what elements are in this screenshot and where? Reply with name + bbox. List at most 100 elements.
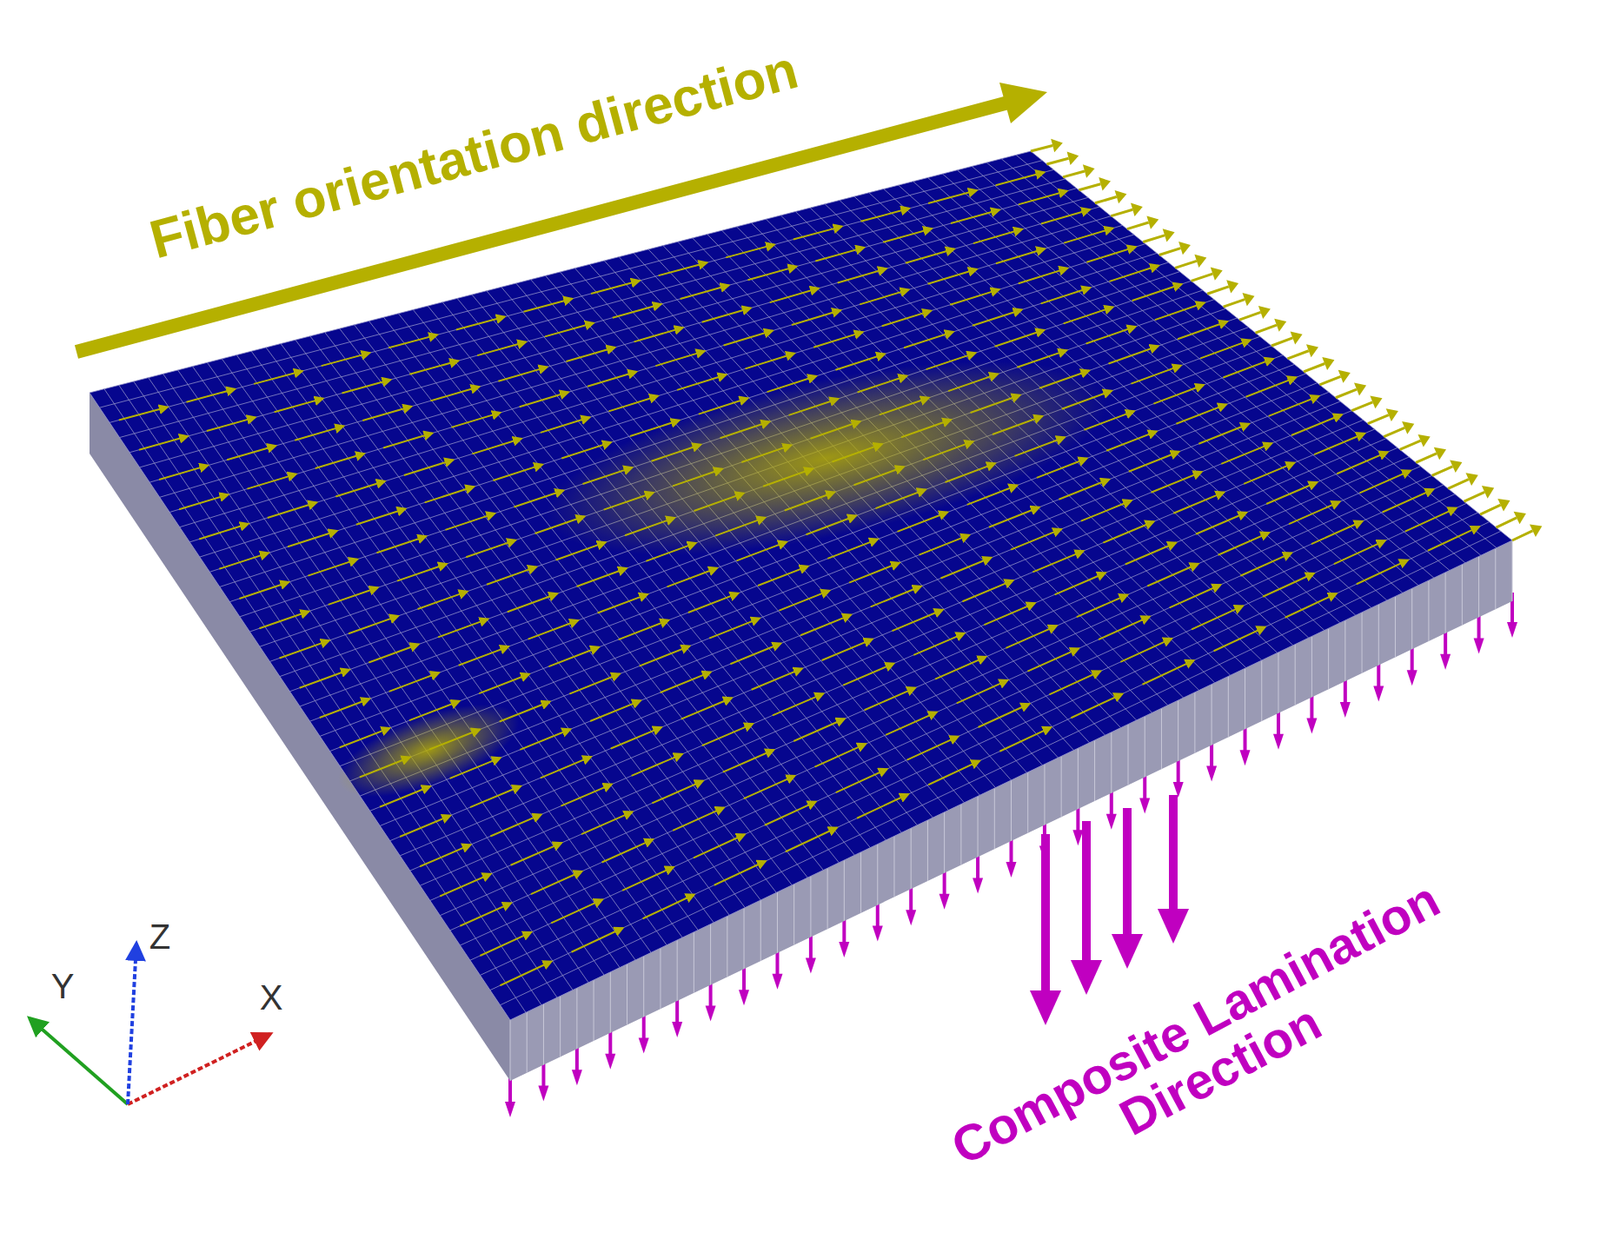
- fiber-arrow: [581, 811, 633, 835]
- side-grid: [576, 988, 578, 1049]
- side-grid: [1043, 764, 1045, 826]
- side-grid: [1061, 756, 1063, 817]
- fiber-arrow: [698, 398, 749, 414]
- fiber-edge-arrow: [1512, 531, 1533, 541]
- fiber-edge-head: [1067, 152, 1080, 166]
- fiber-arrow: [751, 668, 803, 690]
- fiber-edge-head: [1449, 460, 1462, 474]
- side-grid: [960, 804, 962, 866]
- mesh-line: [89, 151, 1031, 393]
- fiber-arrow: [1177, 321, 1228, 339]
- side-grid: [626, 964, 628, 1026]
- axis-label: Y: [51, 968, 75, 1005]
- fiber-arrow: [429, 729, 480, 750]
- fiber-arrow: [226, 445, 276, 460]
- fiber-arrow: [519, 391, 569, 407]
- side-grid: [1128, 724, 1129, 786]
- fiber-arrow: [730, 643, 781, 665]
- axis-triad: [29, 943, 271, 1105]
- fiber-arrow: [630, 420, 680, 437]
- fiber-arrow: [1142, 660, 1195, 685]
- fiber-edge-arrow: [1046, 158, 1069, 165]
- fiber-arrow: [928, 269, 977, 285]
- fiber-edge-arrow: [1287, 351, 1308, 359]
- fiber-arrow: [1039, 370, 1089, 388]
- fiber-arrow: [815, 743, 867, 767]
- side-grid: [1378, 604, 1380, 666]
- fiber-arrow: [1311, 521, 1363, 545]
- fiber-arrow: [507, 593, 558, 612]
- fiber-edge-head: [1338, 370, 1351, 384]
- fiber-edge-arrow: [1415, 453, 1437, 463]
- fiber-arrow: [523, 298, 572, 313]
- fiber-arrow: [561, 442, 611, 459]
- lamination-tick-head: [1106, 814, 1117, 830]
- lamination-tick-head: [1006, 862, 1017, 878]
- fiber-edge-arrow: [1383, 427, 1405, 437]
- side-grid: [1461, 564, 1463, 626]
- lamination-tick-head: [1240, 750, 1251, 766]
- fiber-arrow: [643, 895, 695, 920]
- fiber-arrow: [1062, 391, 1112, 410]
- fiber-arrow: [843, 663, 894, 686]
- lamination-tick-head: [705, 1006, 717, 1023]
- fiber-arrow: [544, 323, 594, 338]
- fiber-arrow: [793, 718, 845, 742]
- fiber-arrow: [477, 341, 526, 356]
- fiber-arrow: [1108, 345, 1159, 364]
- fiber-arrow: [1036, 458, 1088, 478]
- fiber-arrow: [339, 728, 391, 748]
- fiber-arrow: [860, 208, 910, 222]
- side-grid: [1427, 580, 1429, 642]
- fiber-arrow: [419, 844, 471, 867]
- fiber-arrow: [919, 535, 970, 556]
- fiber-edge-head: [1115, 190, 1128, 204]
- mesh-line: [1030, 151, 1513, 541]
- fiber-arrow: [531, 871, 583, 895]
- fiber-edge-head: [1290, 331, 1303, 346]
- lamination-tick-head: [1473, 637, 1485, 654]
- fiber-arrow: [577, 568, 627, 587]
- side-grid: [1411, 588, 1413, 650]
- fiber-arrow: [882, 311, 932, 327]
- fiber-arrow: [548, 647, 599, 667]
- fiber-arrow: [849, 563, 900, 584]
- fiber-arrow: [815, 247, 864, 262]
- side-grid: [1244, 668, 1246, 730]
- fiber-arrow: [1222, 358, 1274, 379]
- fiber-arrow: [631, 754, 683, 777]
- fiber-arrow: [274, 398, 324, 413]
- fiber-arrow: [836, 769, 888, 793]
- fiber-arrow: [736, 542, 788, 562]
- side-grid: [677, 940, 678, 1002]
- fiber-edge-arrow: [1239, 312, 1261, 320]
- fiber-arrow: [604, 492, 654, 511]
- fiber-arrow: [246, 474, 296, 490]
- fiber-direction-label: Fiber orientation direction: [144, 40, 804, 269]
- fiber-arrow: [566, 347, 616, 362]
- fiber-arrow: [763, 468, 813, 486]
- side-grid: [1194, 692, 1196, 754]
- fiber-arrow: [1427, 526, 1480, 552]
- fiber-arrow: [258, 611, 309, 630]
- fiber-arrow: [307, 559, 358, 577]
- fiber-arrow: [950, 209, 1000, 224]
- fiber-arrow: [409, 360, 459, 375]
- fiber-arrow: [680, 285, 730, 299]
- fiber-arrow: [1041, 209, 1090, 224]
- fiber-arrow: [999, 727, 1051, 752]
- fiber-arrow: [785, 828, 837, 853]
- fiber-edge-head: [1418, 434, 1431, 448]
- fiber-edge-head: [1434, 447, 1447, 461]
- side-grid: [1344, 620, 1346, 682]
- fiber-arrow: [1405, 508, 1457, 532]
- fiber-arrow: [1014, 437, 1065, 457]
- lamination-tick-head: [504, 1102, 516, 1118]
- fiber-arrow: [486, 566, 537, 585]
- fiber-edge-head: [1481, 485, 1494, 499]
- fiber-arrow: [348, 616, 399, 634]
- fiber-arrow: [1018, 191, 1068, 206]
- fiber-arrow: [119, 407, 168, 421]
- fiber-arrow: [859, 289, 909, 305]
- side-grid: [1010, 780, 1012, 842]
